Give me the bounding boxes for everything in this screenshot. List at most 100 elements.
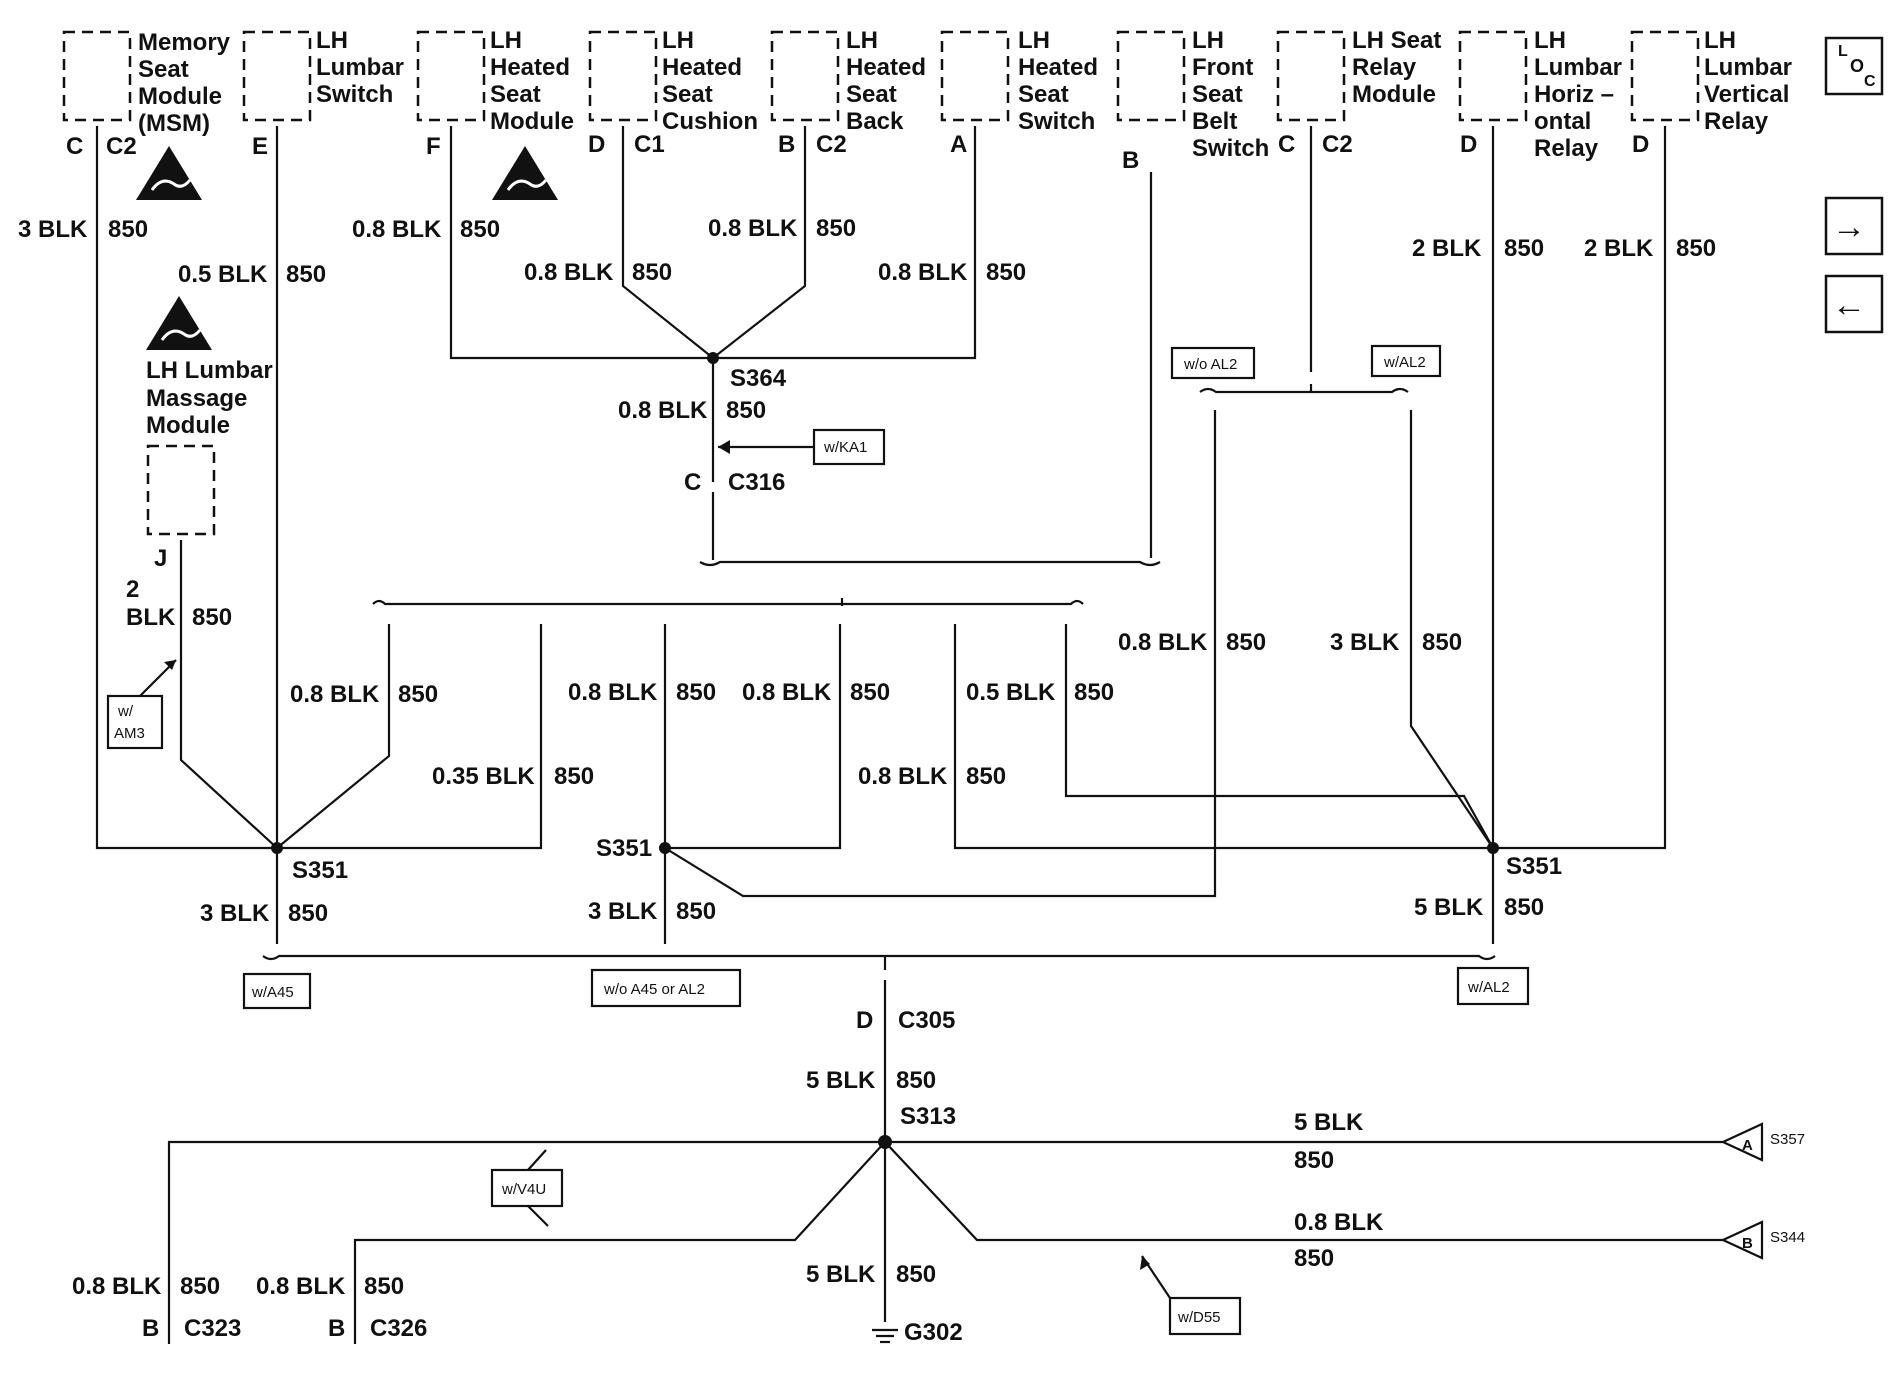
splice-s351-middle (659, 842, 671, 854)
svg-text:w/o A45 or AL2: w/o A45 or AL2 (603, 981, 705, 998)
pin-label: F (426, 133, 441, 160)
pin-label: D (1632, 131, 1649, 158)
ground-label: G302 (904, 1319, 963, 1346)
svg-text:850: 850 (986, 259, 1026, 286)
connector-label: C2 (106, 133, 137, 160)
connector-label: C2 (816, 131, 847, 158)
svg-text:Heated: Heated (1018, 54, 1098, 81)
svg-text:2 BLK: 2 BLK (1584, 235, 1654, 262)
svg-text:0.8 BLK: 0.8 BLK (1294, 1209, 1384, 1236)
svg-text:0.8 BLK: 0.8 BLK (618, 397, 708, 424)
svg-text:850: 850 (632, 259, 672, 286)
svg-text:850: 850 (966, 763, 1006, 790)
svg-text:w/V4U: w/V4U (501, 1181, 546, 1198)
arrow-left-icon: ← (1832, 286, 1866, 324)
pin-label: B (778, 131, 795, 158)
svg-text:850: 850 (1676, 235, 1716, 262)
svg-text:850: 850 (460, 216, 500, 243)
component-lh-heated-seat-switch: LH Heated Seat Switch (940, 27, 1098, 135)
splice-s351-right (1487, 842, 1499, 854)
component-lh-lumbar-horizontal-relay: LH Lumbar Horiz – ontal Relay (1458, 27, 1622, 162)
splice-label: S313 (900, 1103, 956, 1130)
msm-label-2: Seat (138, 56, 189, 83)
splice-label: S351 (292, 857, 348, 884)
component-lh-lumbar-massage-module: LH Lumbar Massage Module (146, 357, 273, 536)
svg-text:LH: LH (1704, 27, 1736, 54)
svg-text:850: 850 (192, 604, 232, 631)
connector-pin: B (142, 1315, 159, 1342)
svg-text:LH: LH (316, 27, 348, 54)
svg-text:Seat: Seat (846, 81, 897, 108)
svg-text:w/AL2: w/AL2 (1383, 354, 1426, 371)
svg-text:850: 850 (1074, 679, 1114, 706)
connector-label: C326 (370, 1315, 427, 1342)
svg-text:LH: LH (1192, 27, 1224, 54)
connector-pin: C (684, 469, 701, 496)
svg-text:LH: LH (662, 27, 694, 54)
svg-text:Massage: Massage (146, 385, 247, 412)
component-lh-heated-seat-back: LH Heated Seat Back (770, 27, 926, 135)
svg-text:L: L (1838, 43, 1848, 60)
svg-text:Switch: Switch (316, 81, 393, 108)
svg-text:ontal: ontal (1534, 108, 1591, 135)
svg-text:850: 850 (1294, 1245, 1334, 1272)
option-box-wo-a45-al2: w/o A45 or AL2 (590, 968, 742, 1008)
svg-text:Heated: Heated (846, 54, 926, 81)
svg-text:850: 850 (1422, 629, 1462, 656)
arrow-right-icon: → (1832, 208, 1866, 246)
svg-text:850: 850 (1504, 894, 1544, 921)
svg-text:LH Lumbar: LH Lumbar (146, 357, 273, 384)
svg-text:w/KA1: w/KA1 (823, 439, 867, 456)
svg-text:850: 850 (364, 1273, 404, 1300)
svg-text:0.8 BLK: 0.8 BLK (708, 215, 798, 242)
esd-warning-icon (136, 146, 202, 200)
svg-text:850: 850 (180, 1273, 220, 1300)
connector-label: C1 (634, 131, 665, 158)
svg-text:Seat: Seat (662, 81, 713, 108)
svg-text:LH: LH (1018, 27, 1050, 54)
svg-text:850: 850 (816, 215, 856, 242)
svg-text:Heated: Heated (662, 54, 742, 81)
svg-text:5 BLK: 5 BLK (1294, 1109, 1364, 1136)
svg-text:0.8 BLK: 0.8 BLK (878, 259, 968, 286)
esd-warning-icon (146, 296, 212, 350)
component-lh-heated-seat-module: LH Heated Seat Module (416, 27, 574, 135)
svg-text:0.8 BLK: 0.8 BLK (72, 1273, 162, 1300)
svg-text:2: 2 (126, 576, 139, 603)
svg-text:Belt: Belt (1192, 108, 1237, 135)
svg-text:850: 850 (1504, 235, 1544, 262)
svg-text:Memory: Memory (138, 29, 231, 56)
svg-text:0.8 BLK: 0.8 BLK (742, 679, 832, 706)
location-button[interactable]: L O C (1824, 36, 1884, 96)
svg-text:w/D55: w/D55 (1177, 1309, 1221, 1326)
svg-text:850: 850 (554, 763, 594, 790)
option-box-v4u: w/V4U (490, 1149, 564, 1227)
offpage-connector-icon (1720, 1122, 1764, 1162)
connector-pin: D (856, 1007, 873, 1034)
svg-text:Module: Module (490, 108, 574, 135)
wire-network (95, 126, 1723, 1344)
previous-page-button[interactable]: ← (1824, 274, 1884, 334)
component-lh-seat-relay-module: LH Seat Relay Module (1276, 27, 1441, 122)
offpage-connector-icon (1720, 1220, 1764, 1260)
svg-text:0.8 BLK: 0.8 BLK (568, 679, 658, 706)
svg-text:Lumbar: Lumbar (316, 54, 404, 81)
svg-text:0.8 BLK: 0.8 BLK (352, 216, 442, 243)
option-box-am3: w/ AM3 (106, 659, 177, 750)
component-lh-lumbar-switch: LH Lumbar Switch (242, 27, 404, 122)
offpage-letter: A (1742, 1137, 1753, 1154)
splice-label: S351 (596, 835, 652, 862)
svg-text:LH: LH (1534, 27, 1566, 54)
svg-text:3 BLK: 3 BLK (1330, 629, 1400, 656)
svg-text:0.8 BLK: 0.8 BLK (1118, 629, 1208, 656)
svg-text:LH: LH (846, 27, 878, 54)
pin-label: C (66, 133, 83, 160)
svg-text:850: 850 (1294, 1147, 1334, 1174)
svg-text:0.8 BLK: 0.8 BLK (256, 1273, 346, 1300)
svg-text:AM3: AM3 (114, 725, 145, 742)
next-page-button[interactable]: → (1824, 196, 1884, 256)
svg-text:LH: LH (490, 27, 522, 54)
svg-text:Module: Module (1352, 81, 1436, 108)
svg-text:850: 850 (850, 679, 890, 706)
